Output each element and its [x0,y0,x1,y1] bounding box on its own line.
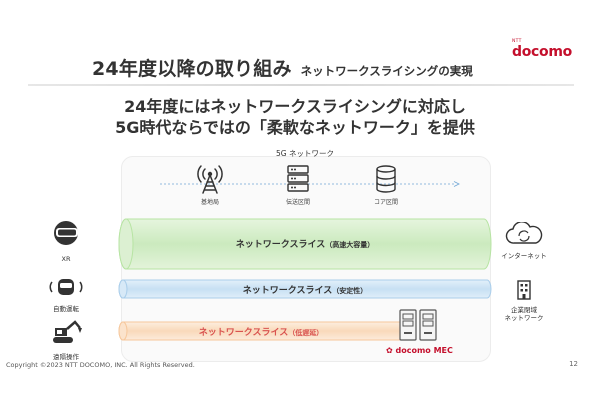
vr-headset-icon [54,221,78,245]
car-icon [49,279,83,295]
slice-stability-label: ネットワークスライス（安定性） [118,283,492,296]
endpoint-enterprise-network: 企業閉域 ネットワーク [498,280,550,322]
title-underline [28,84,574,86]
slice-stability: ネットワークスライス（安定性） [118,279,492,299]
slice-high-capacity: ネットワークスライス（高速大容量） [118,218,492,270]
cloud-icon [505,221,543,244]
slice-stability-note: （安定性） [332,287,368,295]
logo-ntt-text: NTT [512,39,522,44]
node-base-station: 基地局 [180,164,240,206]
device-autonomous-driving-label: 自動運転 [53,305,79,313]
copyright-footer: Copyright ©2023 NTT DOCOMO, INC. All Rig… [6,361,195,369]
page-number: 12 [569,360,578,368]
node-core-label: コア区間 [373,199,398,206]
5g-network-label: 5G ネットワーク [276,149,334,158]
device-xr: XR [46,219,86,263]
node-transport-label: 伝送区間 [285,199,310,206]
device-remote-operation-label: 遠隔操作 [53,353,79,361]
server-rack-icon [287,165,309,192]
slice-high-capacity-pipe [118,218,492,270]
slice-low-latency-note: （低遅延） [288,329,324,337]
logo-docomo-text: docomo [512,44,572,60]
title-row: 24年度以降の取り組み ネットワークスライシングの実現 [92,54,473,81]
slice-stability-pipe [118,279,492,299]
building-icon [517,280,531,300]
slice-low-latency-label: ネットワークスライス（低遅延） [118,325,404,338]
device-autonomous-driving: 自動運転 [46,277,86,313]
slice-low-latency-name: ネットワークスライス [198,328,289,338]
docomo-logo: NTT docomo [512,39,572,60]
page-title: 24年度以降の取り組み [92,58,292,80]
slice-stability-name: ネットワークスライス [242,286,333,296]
excavator-icon [53,320,82,343]
slice-high-capacity-name: ネットワークスライス [235,240,326,250]
node-transport: 伝送区間 [268,164,328,206]
mec-label: ✿ docomo MEC [386,346,453,355]
device-remote-operation: 遠隔操作 [46,319,86,361]
slice-high-capacity-note: （高速大容量） [325,241,375,249]
device-xr-label: XR [61,255,71,263]
node-base-label: 基地局 [200,199,219,206]
endpoint-enterprise-label: 企業閉域 ネットワーク [498,306,550,322]
headline-line-1: 24年度にはネットワークスライシングに対応し [124,97,466,116]
slice-high-capacity-label: ネットワークスライス（高速大容量） [118,237,492,250]
page-subtitle: ネットワークスライシングの実現 [300,64,473,78]
network-flow-arrow [160,181,460,187]
mec-label-text: docomo MEC [395,346,453,355]
endpoint-enterprise-label-line1: 企業閉域 [511,306,537,314]
endpoint-internet: インターネット [498,221,550,260]
database-icon [376,165,396,193]
mec-server-icon [399,309,437,341]
headline-line-2: 5G時代ならではの「柔軟なネットワーク」を提供 [115,118,475,137]
node-core: コア区間 [356,164,416,206]
slice-low-latency: ネットワークスライス（低遅延） [118,321,404,341]
antenna-tower-icon [197,165,223,194]
endpoint-enterprise-label-line2: ネットワーク [504,314,544,322]
endpoint-internet-label: インターネット [501,252,547,260]
